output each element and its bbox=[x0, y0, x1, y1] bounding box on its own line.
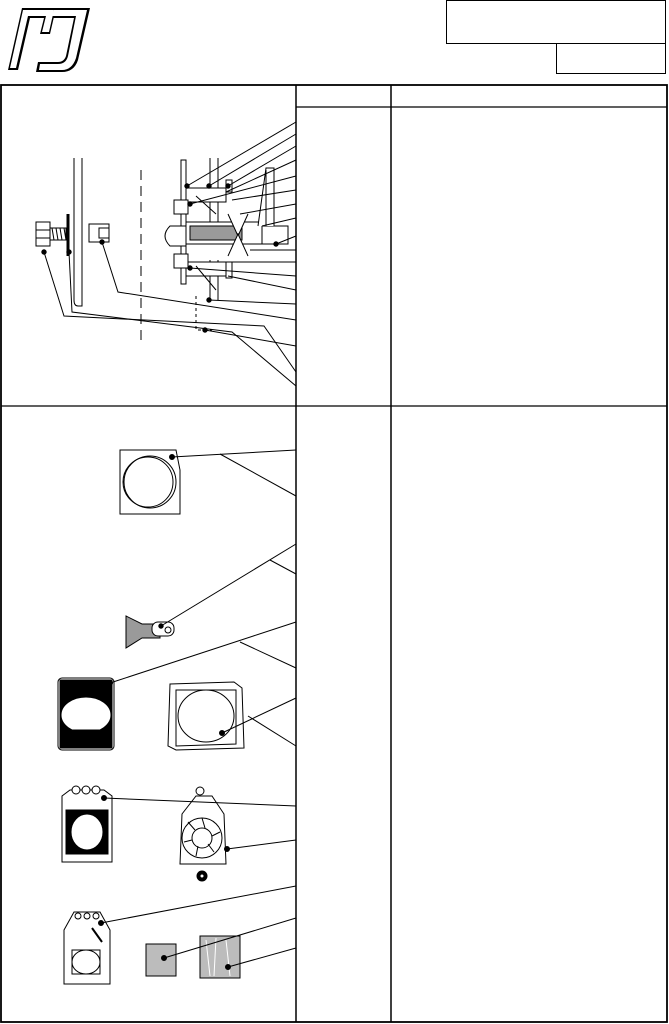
filter-large-part bbox=[199, 935, 241, 979]
gate-part bbox=[57, 677, 115, 751]
lens-frame-part bbox=[119, 449, 181, 515]
iris-part bbox=[179, 786, 230, 882]
holder-part bbox=[63, 911, 111, 985]
bracket-part bbox=[125, 615, 175, 649]
housing-part bbox=[167, 681, 245, 751]
filter-small-part bbox=[145, 943, 177, 977]
rj-logo bbox=[8, 8, 90, 72]
subtitle-box bbox=[556, 43, 666, 74]
film-plate-part bbox=[61, 785, 113, 863]
